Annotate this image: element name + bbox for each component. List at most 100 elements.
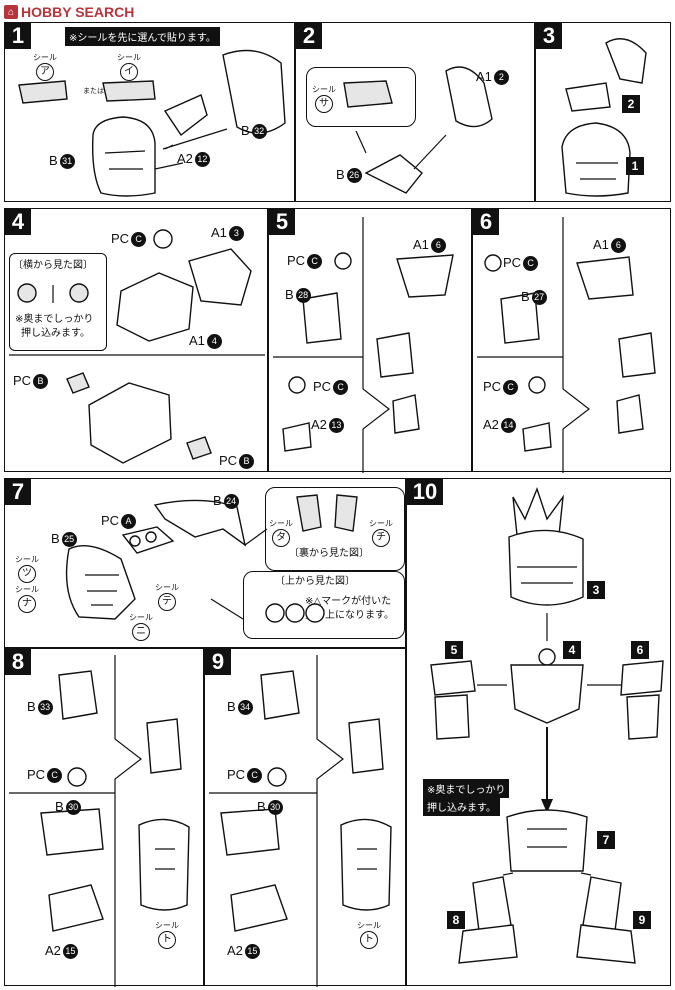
step-10-panel: 10 3 5 4 6 7 8 9 ※奥までしっかり 押し込みます。	[406, 478, 671, 986]
step-number: 6	[473, 209, 499, 235]
marker-6: 6	[631, 641, 649, 659]
marker-7: 7	[597, 831, 615, 849]
sticker-ni: シール ニ	[129, 613, 153, 641]
hobby-search-logo-icon: ⌂	[4, 5, 18, 19]
sticker-to: シール ト	[357, 921, 381, 949]
push-note-line-2: 押し込みます。	[21, 328, 90, 339]
sticker-sa-label: サ	[315, 95, 333, 113]
watermark-text: HOBBY SEARCH	[21, 4, 135, 20]
marker-1: 1	[626, 157, 644, 175]
step-number: 7	[5, 479, 31, 505]
step-number: 2	[296, 23, 322, 49]
sticker-word: シール	[312, 85, 336, 94]
step-4-illustration	[9, 229, 265, 464]
push-note-line-1: ※奥までしっかり	[15, 314, 94, 325]
sticker-chi-label: チ	[372, 529, 390, 547]
sticker-word: シール	[117, 53, 141, 62]
step-number: 10	[407, 479, 443, 505]
push-note-line-1: ※奥までしっかり	[423, 779, 510, 798]
sticker-ni-label: ニ	[132, 623, 150, 641]
sticker-ta: シール タ	[269, 519, 293, 547]
hobby-search-watermark: ⌂ HOBBY SEARCH	[4, 3, 134, 21]
step-5-illustration	[273, 217, 454, 473]
top-view-title: 〔上から見た図〕	[275, 576, 355, 587]
step-number: 3	[536, 23, 562, 49]
back-view-title: 〔裏から見た図〕	[289, 548, 369, 559]
sticker-ta-label: タ	[272, 529, 290, 547]
triangle-note-line-1: ※△マークが付いた	[305, 596, 392, 607]
side-view-title: 〔横から見た図〕	[13, 260, 93, 271]
step-2-illustration	[343, 66, 493, 194]
marker-9: 9	[633, 911, 651, 929]
sticker-te-label: テ	[158, 593, 176, 611]
marker-2: 2	[622, 95, 640, 113]
step-1-illustration	[18, 49, 286, 197]
push-note-line-2: 押し込みます。	[423, 797, 500, 816]
step-number: 9	[205, 649, 231, 675]
step-3-panel: 3 2 1	[535, 22, 671, 202]
marker-8: 8	[447, 911, 465, 929]
sticker-i-label: イ	[120, 63, 138, 81]
sticker-a: シール ア	[33, 53, 57, 81]
marker-5: 5	[445, 641, 463, 659]
sticker-word: シール	[33, 53, 57, 62]
step-8-illustration	[9, 655, 190, 987]
sticker-tsu-label: ツ	[18, 565, 36, 583]
step-9-illustration	[209, 655, 392, 987]
triangle-note-line-2: 方が上になります。	[305, 610, 394, 621]
sticker-tsu: シール ツ	[15, 555, 39, 583]
sticker-na-label: ナ	[18, 595, 36, 613]
step-6-illustration	[477, 217, 656, 473]
sticker-to-label: ト	[360, 931, 378, 949]
sticker-chi: シール チ	[369, 519, 393, 547]
sticker-na: シール ナ	[15, 585, 39, 613]
step-number: 4	[5, 209, 31, 235]
step-number: 1	[5, 23, 31, 49]
step-7-panel: 7 〔裏から見た図〕 〔上から見た図〕 ※△マークが付いた 方が上になります。 …	[4, 478, 406, 648]
sticker-i: シール イ	[117, 53, 141, 81]
sticker-a-label: ア	[36, 63, 54, 81]
sticker-te: シール テ	[155, 583, 179, 611]
step-number: 8	[5, 649, 31, 675]
sticker-to-label: ト	[158, 931, 176, 949]
marker-4: 4	[563, 641, 581, 659]
marker-3: 3	[587, 581, 605, 599]
step-10-illustration	[430, 486, 664, 964]
sticker-note: ※シールを先に選んで貼ります。	[65, 27, 220, 46]
